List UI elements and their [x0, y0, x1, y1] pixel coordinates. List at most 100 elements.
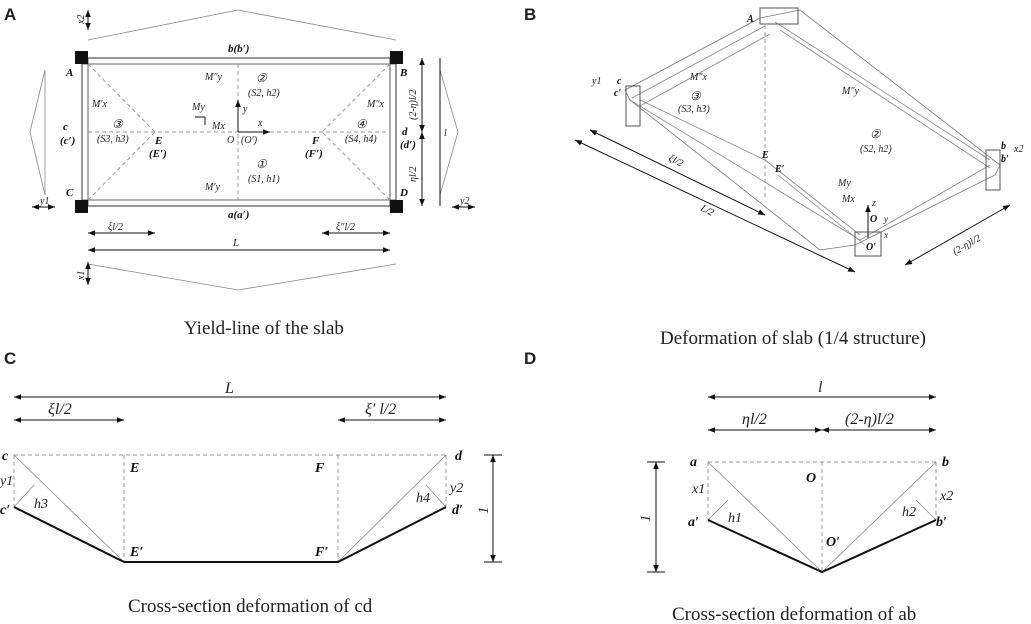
label-mx: Mx — [211, 121, 225, 132]
label-c: C — [66, 187, 74, 199]
d-dim-eta2-label: (2-η)l/2 — [845, 411, 894, 428]
label-b: B — [399, 67, 407, 79]
b-label-a: A — [746, 14, 754, 25]
d-h2-line — [915, 499, 937, 521]
b-label-o2: O′ — [866, 242, 876, 253]
edge-ab-inner — [779, 29, 991, 169]
b-label-mx2: Mx — [841, 194, 855, 205]
edge-ca-inner — [631, 25, 766, 99]
edge-ab — [774, 21, 991, 161]
column-a — [75, 51, 88, 64]
d-dim-l-label: l — [818, 379, 823, 396]
yield-line-ae — [87, 63, 156, 133]
label-o: O — [227, 135, 234, 146]
b-dim-xil — [589, 129, 766, 216]
d-label-a: a — [690, 455, 697, 470]
region-2-sub: (S2, h2) — [248, 88, 280, 99]
label-c-mid: c — [63, 121, 68, 133]
d-label-h2: h2 — [902, 505, 916, 520]
label-my: My — [191, 102, 205, 113]
b-region-2: ② — [870, 127, 882, 141]
label-f2: (F′) — [305, 148, 323, 160]
label-a-mid: a(a′) — [228, 209, 249, 221]
region-1-marker: ① — [256, 157, 268, 171]
dim-small-l-label: l — [444, 128, 447, 139]
dim-xil-label: ξl/2 — [108, 222, 123, 233]
c-label-d2: d′ — [452, 503, 463, 518]
panel-letter-b: B — [524, 5, 536, 24]
label-o2: (O′) — [241, 135, 258, 146]
caption-a: Yield-line of the slab — [184, 318, 344, 339]
c-dim-l-label: L — [224, 380, 234, 397]
c-h3-line — [13, 484, 35, 508]
d-label-a2: a′ — [688, 515, 699, 530]
c-label-e: E — [129, 461, 139, 476]
b-dim-l2 — [574, 139, 856, 273]
b-label-mx: M″x — [689, 72, 707, 83]
label-myy-bot: M′y — [204, 182, 221, 193]
dim-y2-label: y2 — [459, 196, 469, 207]
column-d — [390, 200, 403, 213]
b-label-z: z — [871, 198, 876, 209]
label-e2: (E′) — [149, 148, 167, 160]
c-label-d: d — [455, 449, 463, 464]
left-deformed-outline — [29, 69, 46, 196]
dim-x2-label: x2 — [76, 15, 87, 25]
c-diag-left — [13, 454, 125, 563]
b-label-o: O — [870, 214, 877, 225]
dim-y1-label: y1 — [39, 196, 49, 207]
label-c-mid2: (c′) — [60, 135, 75, 147]
region-1-sub: (S1, h1) — [248, 174, 280, 185]
d-label-b2: b′ — [936, 515, 947, 530]
b-label-y: y — [883, 214, 888, 224]
b-region-3-sub: (S3, h3) — [678, 104, 710, 115]
region-3-sub: (S3, h3) — [97, 134, 129, 145]
dim-xipl-label: ξ″l/2 — [336, 222, 355, 233]
slab-outline — [81, 57, 397, 207]
d-label-h1: h1 — [728, 511, 742, 526]
c-deformed-profile — [13, 506, 447, 563]
panel-letter-c: C — [4, 349, 16, 368]
dim-x1-label: x1 — [76, 271, 87, 281]
d-dim-one-label: 1 — [638, 515, 654, 523]
d-diag-right — [821, 461, 937, 573]
region-4-marker: ④ — [356, 117, 368, 131]
top-deformed-outline — [87, 9, 397, 41]
edge-bo — [859, 164, 991, 241]
b-label-b2: b′ — [1001, 154, 1009, 165]
c-label-c: c — [2, 449, 9, 464]
c-label-y2: y2 — [448, 481, 463, 496]
b-label-y1: y1 — [591, 76, 601, 87]
c-label-h4: h4 — [416, 491, 430, 506]
d-label-o2: O′ — [826, 535, 840, 550]
b-label-c2: c′ — [614, 88, 621, 99]
yield-line-bf — [321, 63, 391, 133]
c-dim-xipl-label: ξ′ l/2 — [365, 401, 396, 418]
c-dim-xil-label: ξl/2 — [48, 401, 72, 418]
b-dim-xil-label: ξl/2 — [667, 153, 685, 170]
c-label-c2: c′ — [0, 503, 10, 518]
panel-d: D l ηl/2 (2-η)l/2 a a′ O O′ b b′ x1 x2 h… — [524, 349, 953, 624]
label-x: x — [257, 118, 263, 129]
bottom-deformed-outline — [87, 263, 397, 291]
c-label-e2: E′ — [129, 545, 143, 560]
column-a-iso — [759, 7, 799, 25]
d-label-o: O — [806, 471, 816, 486]
dim-l-big-label: L — [232, 237, 239, 249]
b-label-e: E — [761, 150, 769, 161]
label-mx-left: M′x — [91, 99, 108, 110]
label-e: E — [154, 135, 162, 147]
b-label-my: M″y — [841, 86, 859, 97]
label-d-mid2: (d′) — [400, 139, 416, 151]
d-h1-line — [707, 499, 729, 521]
b-dim-eta — [904, 204, 1011, 266]
c-label-h3: h3 — [34, 497, 48, 512]
region-4-sub: (S4, h4) — [345, 134, 377, 145]
panel-a: A A B C D b(b′) — [4, 5, 475, 339]
panel-b: B A c c′ y1 M″x M″y ③ (S3, h3) ② (S2, h2… — [524, 5, 1023, 349]
c-label-y1: y1 — [0, 474, 13, 489]
column-b-iso — [985, 149, 1001, 191]
dim-top-label: (2-η)l/2 — [408, 89, 419, 120]
b-label-c: c — [617, 76, 622, 87]
